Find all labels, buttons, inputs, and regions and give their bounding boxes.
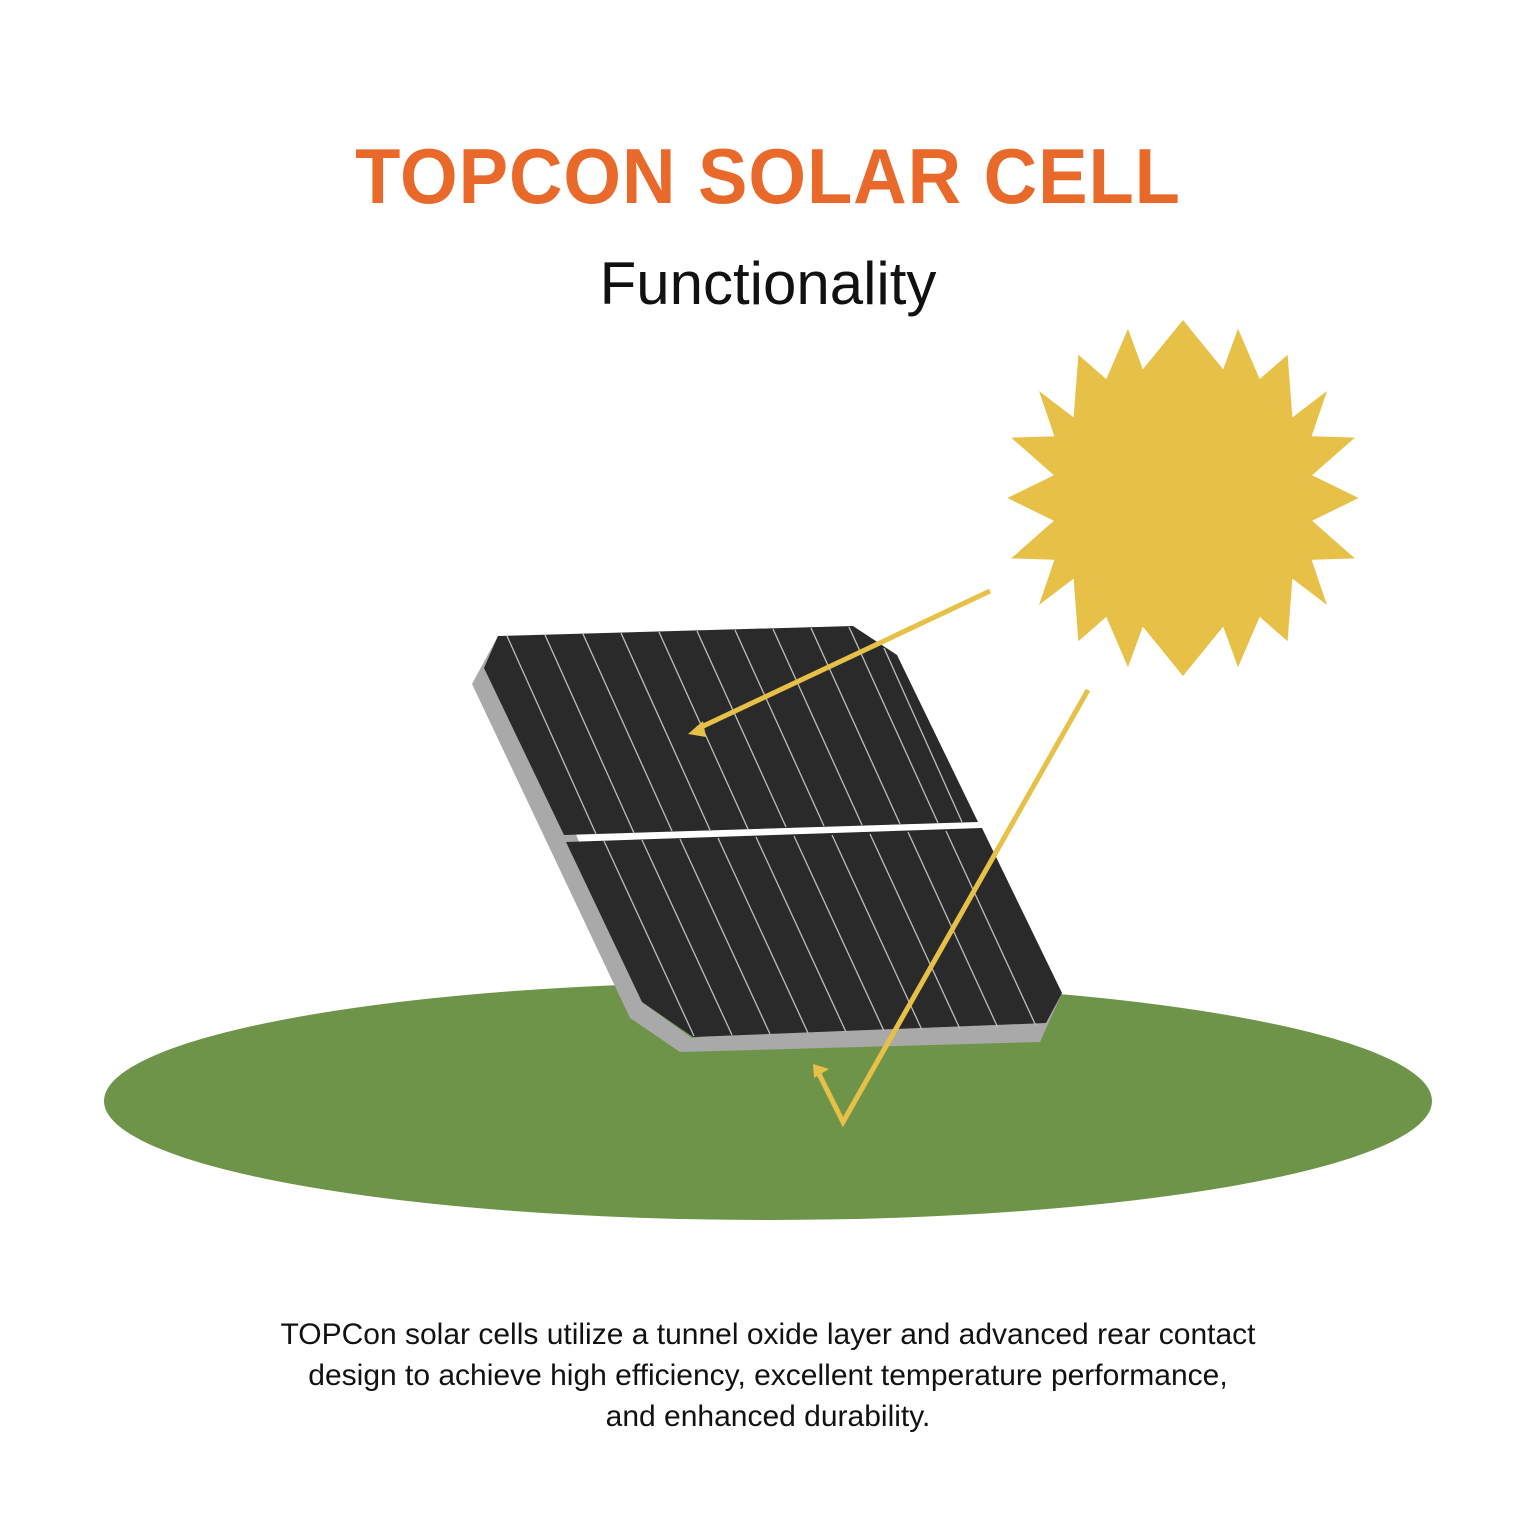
page-title: TOPCON SOLAR CELL (355, 132, 1181, 220)
sun-starburst-icon (1007, 320, 1359, 676)
page-subtitle: Functionality (599, 250, 937, 317)
reflected-light-arrow (813, 688, 1091, 1128)
description-line: design to achieve high efficiency, excel… (308, 1359, 1228, 1392)
description-text: TOPCon solar cells utilize a tunnel oxid… (140, 1314, 1396, 1437)
solar-panel-icon (472, 626, 1062, 1052)
description-line: TOPCon solar cells utilize a tunnel oxid… (280, 1318, 1256, 1351)
description-line: and enhanced durability. (605, 1400, 931, 1433)
incoming-sunlight-arrow (688, 588, 992, 737)
ground-ellipse (104, 982, 1432, 1220)
